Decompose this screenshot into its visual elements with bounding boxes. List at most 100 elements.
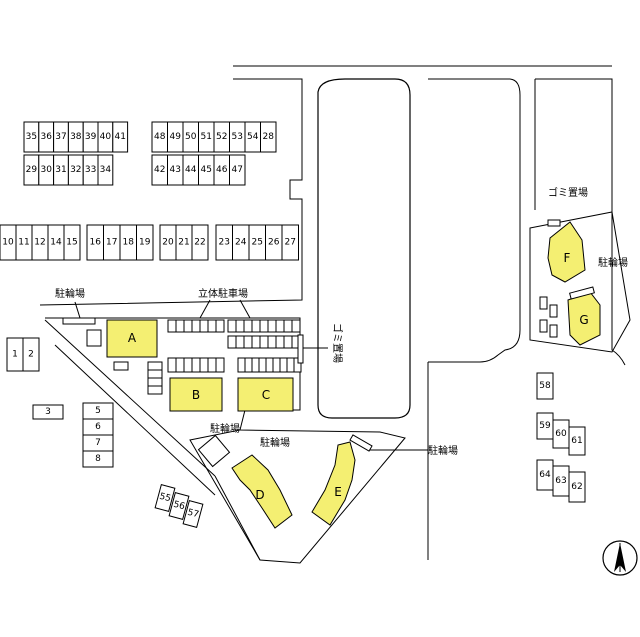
parking-stall: 21 — [175, 224, 193, 261]
leader-line — [199, 299, 211, 319]
parking-stall — [244, 357, 253, 373]
stall-number: 60 — [555, 429, 567, 439]
site-boundary — [529, 211, 631, 353]
building-d-label: D — [255, 488, 264, 502]
parking-stall: 39 — [82, 121, 99, 153]
stall-number: 12 — [34, 238, 45, 248]
stall-number: 6 — [95, 422, 101, 432]
stall-number: 48 — [154, 132, 166, 142]
stall-number: 55 — [158, 492, 172, 505]
parking-stall — [147, 377, 163, 387]
stall-box — [549, 304, 558, 318]
parking-stall: 19 — [136, 224, 154, 261]
road-edge — [214, 475, 261, 561]
parking-stall — [175, 319, 185, 333]
stall-number: 53 — [232, 132, 243, 142]
parking-stall: 37 — [53, 121, 69, 153]
parking-stall: 61 — [568, 426, 586, 456]
parking-stall: 28 — [260, 121, 277, 153]
stall-number: 2 — [28, 350, 34, 360]
parking-stall — [237, 357, 246, 373]
parking-stall: 52 — [213, 121, 230, 153]
building-e-label: E — [334, 485, 342, 499]
building-f — [547, 221, 586, 283]
parking-stall — [183, 357, 193, 373]
bike-parking-label-4: 駐輪場 — [428, 444, 458, 457]
stall-number: 37 — [55, 132, 66, 142]
parking-stall — [243, 319, 253, 333]
stall-number: 51 — [201, 132, 212, 142]
parking-stall — [183, 319, 193, 333]
building-a — [106, 319, 158, 358]
parking-stall — [251, 357, 260, 373]
parking-stall — [199, 319, 209, 333]
parking-stall: 24 — [232, 224, 250, 261]
stall-number: 47 — [232, 165, 243, 175]
parking-stall: 11 — [15, 224, 33, 261]
garbage-shed — [547, 219, 561, 227]
stall-number: 61 — [571, 436, 582, 446]
parking-stall: 47 — [229, 154, 246, 186]
parking-stall — [167, 357, 177, 373]
parking-stall: 41 — [112, 121, 129, 153]
parking-stall: 57 — [182, 499, 204, 529]
parking-stall — [251, 335, 261, 349]
parking-stall — [259, 319, 269, 333]
parking-stall: 55 — [154, 483, 176, 513]
stall-number: 36 — [40, 132, 52, 142]
parking-stall: 64 — [536, 459, 554, 491]
garbage-label-right: ゴミ置場 — [548, 186, 588, 199]
parking-stall — [199, 357, 209, 373]
stall-number: 25 — [252, 238, 263, 248]
parking-stall — [243, 335, 253, 349]
site-boundary — [45, 317, 406, 564]
stall-number: 42 — [154, 165, 165, 175]
inner-parking-stalls — [86, 319, 302, 395]
parking-stall — [283, 319, 293, 333]
parking-stall: 38 — [67, 121, 84, 153]
stall-number: 34 — [100, 165, 112, 175]
parking-stall: 7 — [82, 434, 114, 452]
leader-line — [74, 301, 81, 319]
bike-parking-label-3: 駐輪場 — [260, 436, 290, 449]
parking-stall: 51 — [198, 121, 215, 153]
parking-stall: 49 — [167, 121, 184, 153]
parking-stall: 62 — [568, 471, 586, 503]
parking-stall: 48 — [151, 121, 168, 153]
parking-stall — [167, 319, 177, 333]
stall-number: 15 — [66, 238, 77, 248]
parking-stall — [235, 335, 245, 349]
stall-number: 10 — [2, 238, 14, 248]
stall-number: 28 — [263, 132, 275, 142]
parking-stall: 53 — [229, 121, 246, 153]
parking-stall: 43 — [167, 154, 184, 186]
parking-stall: 42 — [151, 154, 168, 186]
parking-stall: 59 — [536, 412, 554, 440]
parking-stall: 54 — [244, 121, 261, 153]
bike-parking-label-5: 駐輪場 — [598, 256, 628, 269]
stall-number: 49 — [170, 132, 182, 142]
parking-stall: 29 — [23, 154, 40, 186]
building-a-label: A — [128, 331, 137, 345]
parking-stall — [147, 369, 163, 379]
parking-stall — [227, 319, 237, 333]
parking-stall — [227, 335, 237, 349]
road-edge — [54, 344, 216, 496]
stall-number: 26 — [268, 238, 280, 248]
parking-stall — [113, 361, 129, 371]
parking-stall — [207, 319, 217, 333]
stall-number: 43 — [170, 165, 181, 175]
parking-stall: 15 — [63, 224, 81, 261]
parking-stall: 5 — [82, 402, 114, 420]
parking-stall — [275, 335, 285, 349]
parking-stall: 45 — [198, 154, 215, 186]
stall-number: 14 — [50, 238, 62, 248]
parking-stall: 36 — [38, 121, 55, 153]
stall-number: 8 — [95, 454, 101, 464]
multistory-parking-label: 立体駐車場 — [198, 287, 248, 300]
stall-number: 5 — [95, 406, 101, 416]
parking-stall — [275, 319, 285, 333]
parking-stall: 32 — [67, 154, 84, 186]
stall-number: 29 — [26, 165, 38, 175]
stall-number: 23 — [219, 238, 230, 248]
